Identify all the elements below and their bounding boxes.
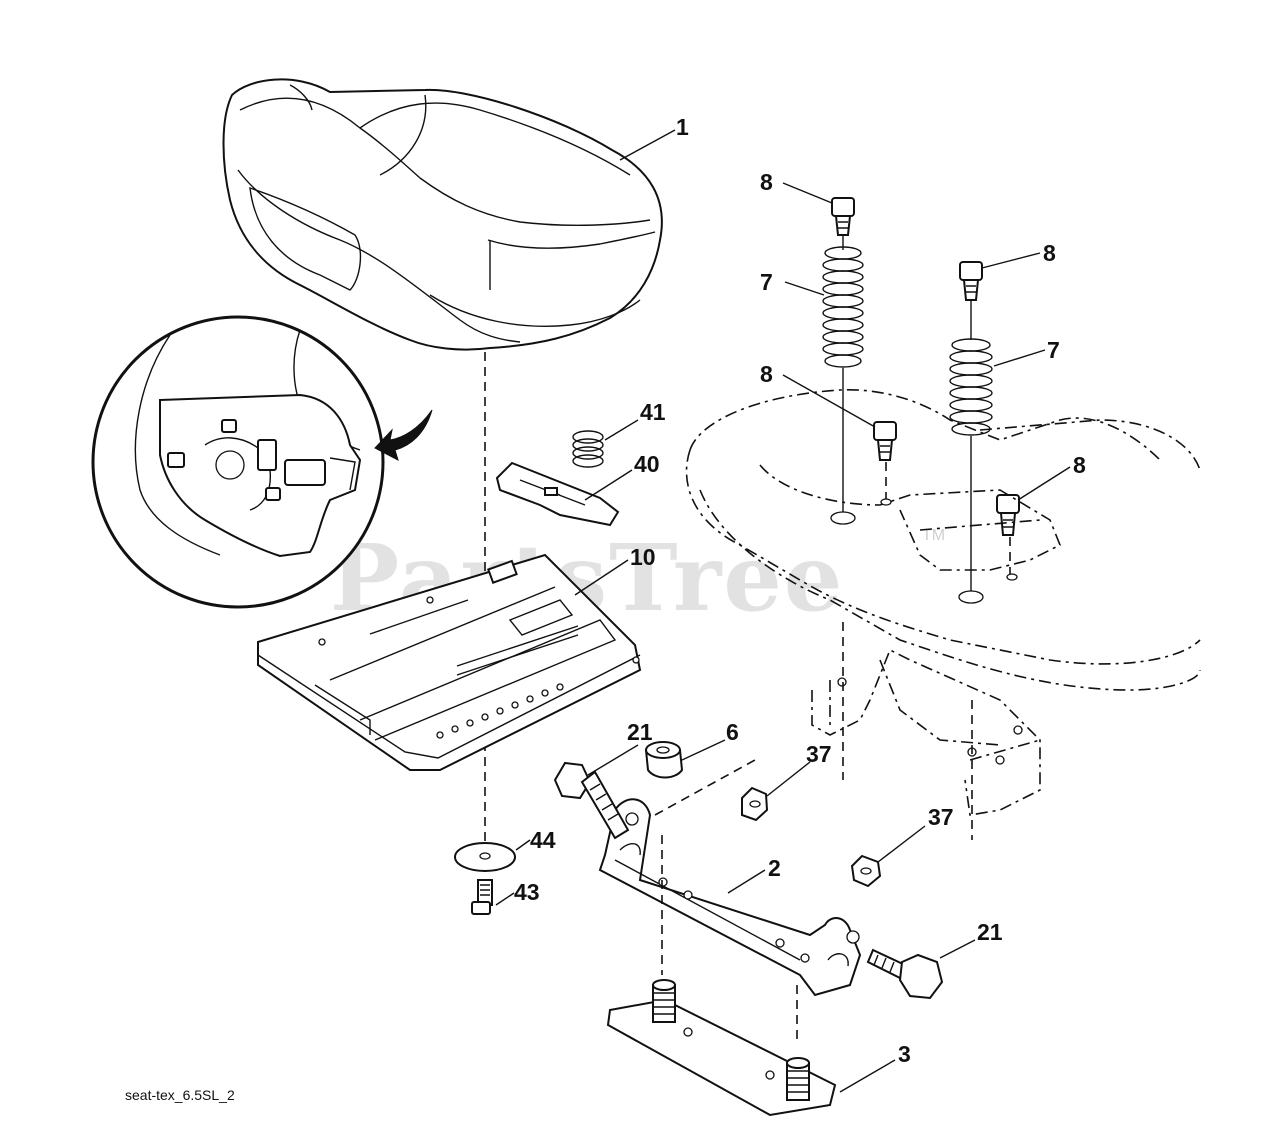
callout-seat: 1 — [676, 114, 689, 140]
bracket-2 — [598, 798, 862, 997]
plate-3 — [606, 979, 837, 1117]
bolt-21-right — [866, 948, 944, 1000]
bolt-8-mid-left — [873, 421, 897, 461]
callout-bolt-21-left: 21 — [627, 719, 653, 745]
callout-bolt-8-top-left: 8 — [760, 169, 773, 195]
bolt-43 — [471, 879, 493, 915]
stud-left — [652, 979, 676, 1023]
callout-seat-pan: 10 — [630, 544, 656, 570]
bolt-8-top-left — [831, 197, 855, 236]
diagram-caption: seat-tex_6.5SL_2 — [125, 1087, 235, 1103]
trademark: TM — [922, 527, 945, 544]
seat-pan-10 — [257, 553, 642, 771]
callout-spring-7-left: 7 — [760, 269, 773, 295]
nut-6 — [644, 741, 684, 779]
fender-outline — [685, 388, 1201, 691]
nut-37-upper — [741, 786, 769, 822]
callout-bracket-2: 2 — [768, 855, 781, 881]
spring-41 — [572, 430, 604, 468]
callout-bolt-8-top-right: 8 — [1043, 240, 1056, 266]
callout-spring-7-right: 7 — [1047, 337, 1060, 363]
bolt-8-top-right — [959, 261, 983, 301]
bolt-8-mid-right — [996, 494, 1020, 536]
callout-plate-3: 3 — [898, 1041, 911, 1067]
callout-bolt-8-mid-right: 8 — [1073, 452, 1086, 478]
plate-40 — [495, 461, 620, 527]
callout-bolt-43: 43 — [514, 879, 540, 905]
callout-nut-37-upper: 37 — [806, 741, 832, 767]
leader-lines — [495, 129, 1071, 1093]
callout-spring-41: 41 — [640, 399, 666, 425]
callout-bolt-21-right: 21 — [977, 919, 1003, 945]
callout-washer-44: 44 — [530, 827, 556, 853]
detail-inset — [91, 315, 433, 609]
stud-right — [786, 1057, 810, 1101]
bolt-21-left — [553, 761, 630, 840]
pan-slot-row — [436, 683, 564, 739]
spring-7-right — [949, 300, 993, 436]
seat — [222, 78, 663, 351]
callout-nut-37-lower: 37 — [928, 804, 954, 830]
frame-mount — [811, 648, 1041, 816]
washer-44 — [454, 842, 516, 872]
callout-plate-40: 40 — [634, 451, 660, 477]
spring-7-left — [822, 236, 864, 368]
callout-nut-6: 6 — [726, 719, 739, 745]
nut-37-lower — [850, 854, 882, 888]
callout-bolt-8-mid-left: 8 — [760, 361, 773, 387]
